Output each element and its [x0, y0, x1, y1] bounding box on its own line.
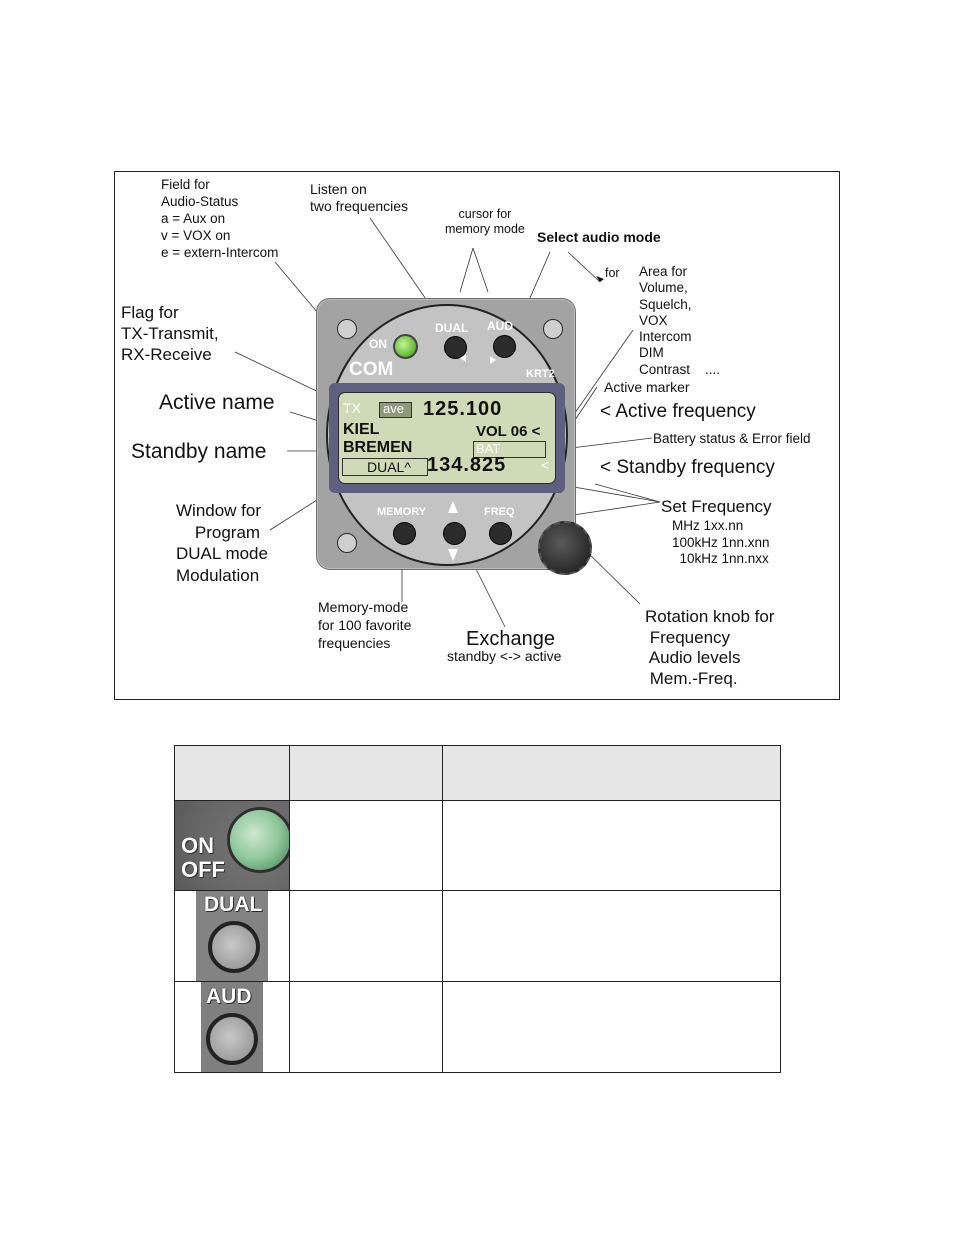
- label-audio-status-field: Field for Audio-Status a = Aux on v = VO…: [161, 177, 279, 260]
- lcd-audio-status: ave: [383, 401, 404, 416]
- label-cursor-memory-mode: cursor for memory mode: [445, 207, 525, 236]
- button-icon: [206, 1013, 258, 1065]
- label-active-name: Active name: [159, 391, 275, 414]
- label-active-frequency: < Active frequency: [600, 401, 756, 422]
- memory-label: MEMORY: [377, 506, 427, 518]
- lcd-standby-name: BREMEN: [343, 439, 413, 456]
- label-memory-mode: Memory-mode for 100 favorite frequencies: [318, 599, 412, 651]
- green-led-icon: [227, 807, 289, 873]
- table-header-row: [174, 745, 781, 801]
- table-row: AUD: [174, 981, 781, 1073]
- dual-button[interactable]: [444, 336, 467, 359]
- table-header-cell: [174, 745, 290, 801]
- arrow-up-icon: [448, 501, 458, 513]
- lcd-battery: BAT: [476, 441, 501, 456]
- label-exchange-sub: standby <-> active: [447, 648, 562, 664]
- on-off-key-label: ON OFF: [181, 833, 225, 882]
- key-image-cell: DUAL: [174, 890, 290, 982]
- keys-table: ON OFF DUAL AUD: [174, 745, 781, 1073]
- lcd-battery-box: [473, 441, 546, 458]
- button-icon: [208, 921, 260, 973]
- screw-icon: [337, 533, 357, 553]
- key-image-cell: ON OFF: [174, 800, 290, 891]
- lcd-volume: VOL 06 <: [476, 423, 541, 440]
- label-flag-tx: Flag for TX-Transmit, RX-Receive: [121, 303, 219, 364]
- screw-icon: [337, 319, 357, 339]
- memory-button[interactable]: [393, 522, 416, 545]
- aud-label: AUD: [487, 319, 513, 333]
- table-cell: [289, 800, 443, 891]
- freq-button[interactable]: [489, 522, 512, 545]
- cursor-right-icon: [490, 356, 496, 364]
- label-standby-frequency: < Standby frequency: [600, 457, 775, 478]
- table-cell: [289, 890, 443, 982]
- screw-icon: [543, 319, 563, 339]
- dual-label: DUAL: [435, 321, 469, 335]
- freq-label: FREQ: [484, 506, 515, 518]
- label-set-frequency-detail: MHz 1xx.nn 100kHz 1nn.xnn 10kHz 1nn.nxx: [672, 518, 770, 566]
- rotation-knob[interactable]: [538, 521, 592, 575]
- label-standby-name: Standby name: [131, 440, 267, 463]
- label-rotation-knob: Rotation knob for Frequency Audio levels…: [645, 607, 775, 689]
- aud-key-image: AUD: [201, 982, 263, 1072]
- on-off-button[interactable]: [393, 334, 418, 359]
- table-cell: [442, 981, 781, 1073]
- table-row: ON OFF: [174, 800, 781, 891]
- lcd-frame: TX ave 125.100 KIEL VOL 06 < BREMEN BAT …: [329, 383, 565, 493]
- table-header-cell: [289, 745, 443, 801]
- label-select-audio-mode: Select audio mode: [537, 229, 661, 245]
- arrow-down-icon: [448, 549, 458, 561]
- table-cell: [442, 890, 781, 982]
- aud-button[interactable]: [493, 335, 516, 358]
- lcd-audio-status-box: [379, 402, 412, 418]
- dual-key-label: DUAL: [204, 893, 263, 916]
- key-image-cell: AUD: [174, 981, 290, 1073]
- cursor-left-icon: [460, 354, 466, 362]
- label-for: for: [605, 266, 620, 280]
- lcd-active-frequency: 125.100: [423, 398, 503, 420]
- lcd-standby-frequency: 134.825: [427, 454, 507, 476]
- label-active-marker: Active marker: [604, 379, 690, 395]
- table-header-cell: [442, 745, 781, 801]
- exchange-button[interactable]: [443, 522, 466, 545]
- lcd-program-window: [342, 458, 428, 476]
- dual-key-image: DUAL: [196, 891, 268, 981]
- krt2-diagram: Field for Audio-Status a = Aux on v = VO…: [114, 171, 840, 700]
- com-label: COM: [349, 359, 394, 380]
- label-window-program: Window for Program DUAL mode Modulation: [176, 501, 268, 586]
- table-row: DUAL: [174, 890, 781, 982]
- aud-key-label: AUD: [206, 985, 252, 1008]
- table-cell: [289, 981, 443, 1073]
- model-label: KRT2: [526, 368, 555, 380]
- lcd-standby-marker: <: [541, 457, 550, 473]
- label-dots: ....: [705, 362, 721, 377]
- label-area-for: Area for Volume, Squelch, VOX Intercom D…: [639, 264, 692, 377]
- lcd-tx-flag: TX: [343, 400, 361, 416]
- lcd-display: TX ave 125.100 KIEL VOL 06 < BREMEN BAT …: [338, 392, 556, 484]
- label-exchange: Exchange: [466, 628, 555, 650]
- on-off-key-image: ON OFF: [175, 801, 289, 890]
- lcd-active-name: KIEL: [343, 421, 380, 438]
- label-battery-status: Battery status & Error field: [653, 431, 811, 446]
- krt2-radio-device: ON COM KRT2 DUAL AUD TX ave 125.100 KIEL…: [316, 298, 592, 575]
- on-label: ON: [369, 337, 387, 351]
- lcd-program-mode: DUAL^: [367, 459, 411, 475]
- label-listen-two-frequencies: Listen on two frequencies: [310, 181, 409, 214]
- label-set-frequency: Set Frequency: [661, 497, 772, 516]
- table-cell: [442, 800, 781, 891]
